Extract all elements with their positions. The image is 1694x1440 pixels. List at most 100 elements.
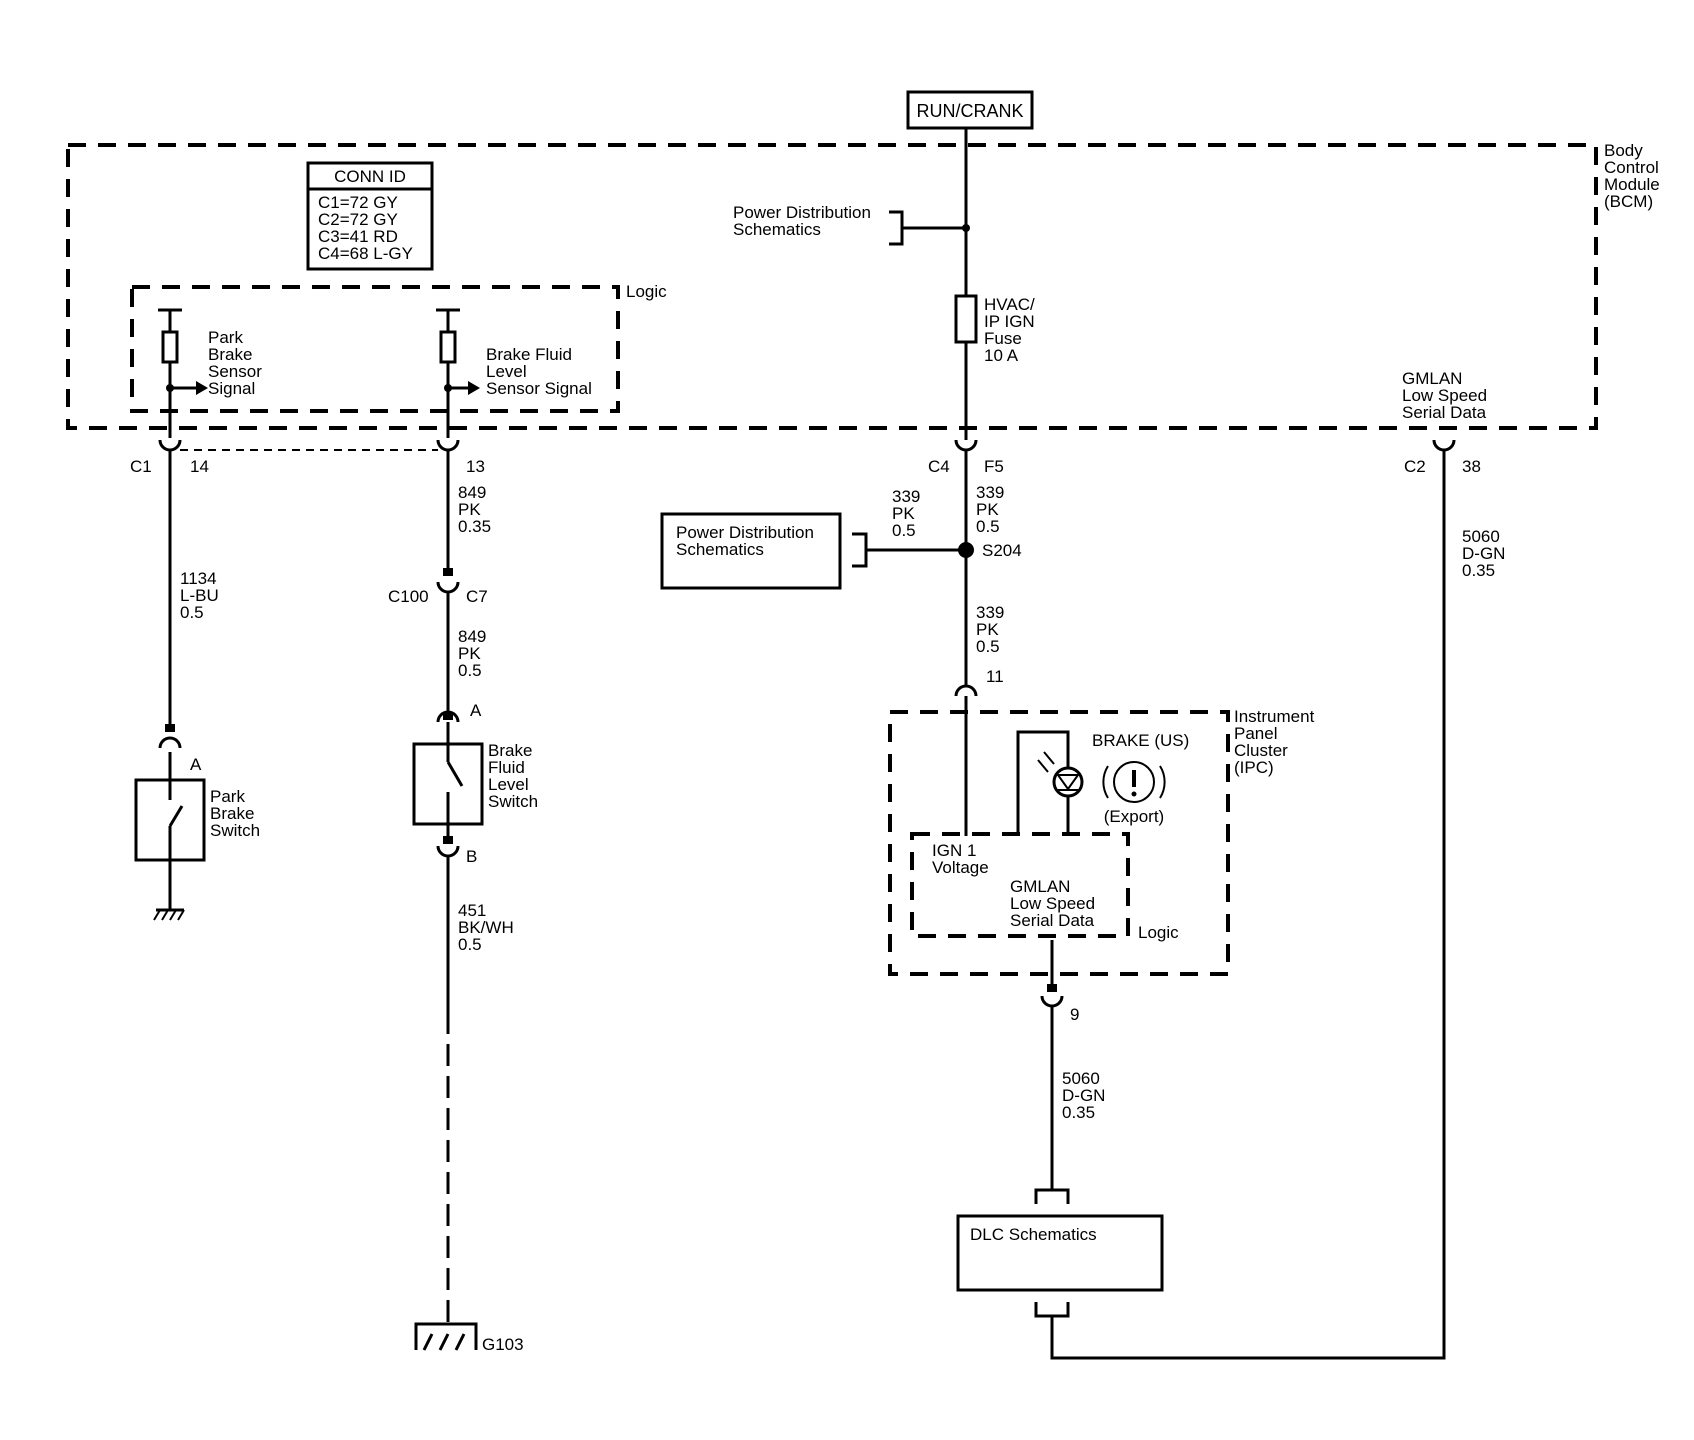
svg-text:Low Speed: Low Speed <box>1402 386 1487 405</box>
conn-id-table: CONN ID C1=72 GY C2=72 GY C3=41 RD C4=68… <box>306 161 434 271</box>
park-switch-label: Park Brake Switch <box>210 787 260 840</box>
pin-f5: F5 <box>984 457 1004 476</box>
svg-text:Serial Data: Serial Data <box>1402 403 1487 422</box>
svg-text:Park: Park <box>208 328 243 347</box>
svg-text:DLC Schematics: DLC Schematics <box>970 1225 1097 1244</box>
svg-text:Brake Fluid: Brake Fluid <box>486 345 572 364</box>
svg-text:Park: Park <box>210 787 245 806</box>
svg-text:CONN ID: CONN ID <box>334 167 406 186</box>
svg-text:Switch: Switch <box>488 792 538 811</box>
svg-text:PK: PK <box>458 500 481 519</box>
svg-text:C3=41 RD: C3=41 RD <box>318 227 398 246</box>
export-label: (Export) <box>1104 807 1164 826</box>
ipc-connector-9 <box>1040 995 1064 1008</box>
park-brake-switch <box>134 778 206 921</box>
svg-text:Level: Level <box>488 775 529 794</box>
svg-text:0.5: 0.5 <box>180 603 204 622</box>
ground-g103 <box>414 1322 478 1351</box>
bcm-logic-label: Logic <box>626 282 667 301</box>
svg-text:Brake: Brake <box>210 804 254 823</box>
park-sensor-circuit <box>158 308 208 438</box>
svg-text:451: 451 <box>458 901 486 920</box>
pin-c100: C100 <box>388 587 429 606</box>
svg-text:Sensor: Sensor <box>208 362 262 381</box>
svg-text:0.35: 0.35 <box>1062 1103 1095 1122</box>
svg-text:IP IGN: IP IGN <box>984 312 1035 331</box>
svg-text:BK/WH: BK/WH <box>458 918 514 937</box>
svg-text:849: 849 <box>458 483 486 502</box>
svg-text:0.5: 0.5 <box>458 935 482 954</box>
svg-text:PK: PK <box>458 644 481 663</box>
svg-text:GMLAN: GMLAN <box>1402 369 1462 388</box>
wire-849-lower-label: 849 PK 0.5 <box>458 627 486 680</box>
svg-text:(IPC): (IPC) <box>1234 758 1274 777</box>
pin-c1: C1 <box>130 457 152 476</box>
park-sensor-label: Park Brake Sensor Signal <box>208 328 262 398</box>
svg-text:0.5: 0.5 <box>976 517 1000 536</box>
bcm-power-dist-ref: Power Distribution Schematics <box>733 203 970 246</box>
pin-11: 11 <box>986 667 1004 686</box>
svg-text:RUN/CRANK: RUN/CRANK <box>916 101 1023 121</box>
wire-5060-return <box>1050 450 1446 1360</box>
svg-text:Panel: Panel <box>1234 724 1277 743</box>
ground-label: G103 <box>482 1335 524 1354</box>
pin-c2: C2 <box>1404 457 1426 476</box>
svg-text:Brake: Brake <box>488 741 532 760</box>
wire-1134-label: 1134 L-BU 0.5 <box>180 569 219 622</box>
bcm-logic-box <box>130 285 620 413</box>
power-dist-box: Power Distribution Schematics <box>660 512 966 590</box>
svg-text:C1=72 GY: C1=72 GY <box>318 193 398 212</box>
bcm-fuse <box>954 128 978 440</box>
brake-us-label: BRAKE (US) <box>1092 731 1189 750</box>
svg-text:GMLAN: GMLAN <box>1010 877 1070 896</box>
svg-text:PK: PK <box>976 500 999 519</box>
svg-text:Module: Module <box>1604 175 1660 194</box>
svg-text:(BCM): (BCM) <box>1604 192 1653 211</box>
bcm-connectors <box>158 439 1456 452</box>
svg-text:1134: 1134 <box>180 569 217 588</box>
svg-text:Body: Body <box>1604 141 1643 160</box>
fuse-label: HVAC/ IP IGN Fuse 10 A <box>984 295 1035 365</box>
ipc-logic-label: Logic <box>1138 923 1179 942</box>
svg-text:D-GN: D-GN <box>1062 1086 1105 1105</box>
svg-text:0.5: 0.5 <box>458 661 482 680</box>
svg-text:0.5: 0.5 <box>892 521 916 540</box>
wire-5060-ipc-label: 5060 D-GN 0.35 <box>1062 1069 1105 1122</box>
pin-fluid-a: A <box>470 701 482 720</box>
fluid-switch-label: Brake Fluid Level Switch <box>488 741 538 811</box>
svg-text:IGN 1: IGN 1 <box>932 841 976 860</box>
svg-text:339: 339 <box>892 487 920 506</box>
wire-339a-label: 339 PK 0.5 <box>892 487 920 540</box>
svg-text:Fluid: Fluid <box>488 758 525 777</box>
svg-text:0.5: 0.5 <box>976 637 1000 656</box>
bcm-label: Body Control Module (BCM) <box>1604 141 1660 211</box>
svg-text:339: 339 <box>976 483 1004 502</box>
brake-fluid-switch <box>412 742 484 826</box>
svg-text:Schematics: Schematics <box>676 540 764 559</box>
bcm-gmlan-label: GMLAN Low Speed Serial Data <box>1402 369 1487 422</box>
svg-text:0.35: 0.35 <box>1462 561 1495 580</box>
svg-text:L-BU: L-BU <box>180 586 219 605</box>
svg-text:PK: PK <box>892 504 915 523</box>
svg-text:Brake: Brake <box>208 345 252 364</box>
svg-text:0.35: 0.35 <box>458 517 491 536</box>
run-crank-label: RUN/CRANK <box>906 90 1034 130</box>
pin-13: 13 <box>466 457 485 476</box>
ipc-label: Instrument Panel Cluster (IPC) <box>1234 707 1315 777</box>
svg-text:339: 339 <box>976 603 1004 622</box>
svg-text:5060: 5060 <box>1462 527 1500 546</box>
fluid-sensor-label: Brake Fluid Level Sensor Signal <box>486 345 592 398</box>
ipc-ign-label: IGN 1 Voltage <box>932 841 989 877</box>
wire-339b-label: 339 PK 0.5 <box>976 483 1004 536</box>
fluid-switch-connector-b <box>436 845 460 858</box>
svg-text:5060: 5060 <box>1062 1069 1100 1088</box>
wire-451-label: 451 BK/WH 0.5 <box>458 901 514 954</box>
splice-label: S204 <box>982 541 1022 560</box>
svg-text:Fuse: Fuse <box>984 329 1022 348</box>
svg-text:Power Distribution: Power Distribution <box>733 203 871 222</box>
c100-connector <box>436 581 460 594</box>
dlc-box: DLC Schematics <box>956 1214 1164 1292</box>
fluid-sensor-circuit <box>436 308 480 438</box>
svg-text:Serial Data: Serial Data <box>1010 911 1095 930</box>
